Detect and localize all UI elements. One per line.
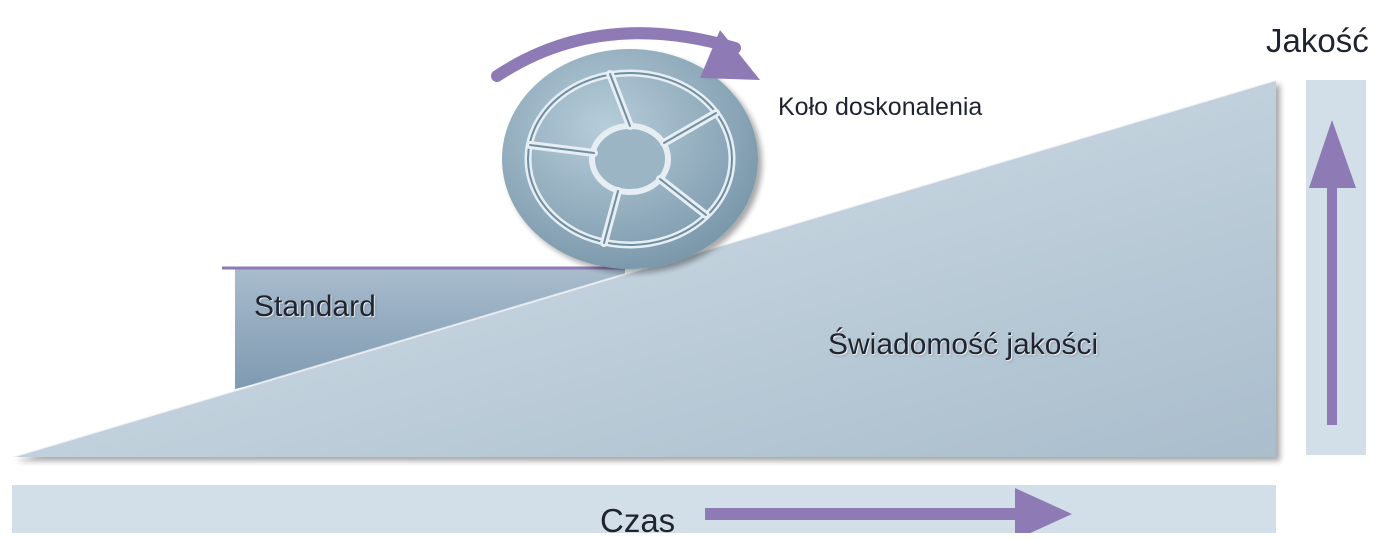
ramp-edge bbox=[11, 79, 1277, 458]
standard-label: Standard bbox=[254, 290, 376, 323]
time-axis-band bbox=[12, 485, 1276, 533]
wheel-icon bbox=[502, 49, 758, 269]
arrow-up-icon bbox=[1309, 120, 1356, 425]
improvement-wheel-label: Koło doskonalenia bbox=[778, 93, 983, 121]
time-axis-label: Czas bbox=[600, 502, 676, 539]
standard-block bbox=[222, 268, 625, 389]
quality-awareness-label: Świadomość jakości bbox=[828, 328, 1099, 361]
curved-arrow-icon bbox=[491, 27, 760, 82]
quality-axis-label: Jakość bbox=[1266, 22, 1369, 59]
arrow-right-icon bbox=[705, 488, 1072, 533]
